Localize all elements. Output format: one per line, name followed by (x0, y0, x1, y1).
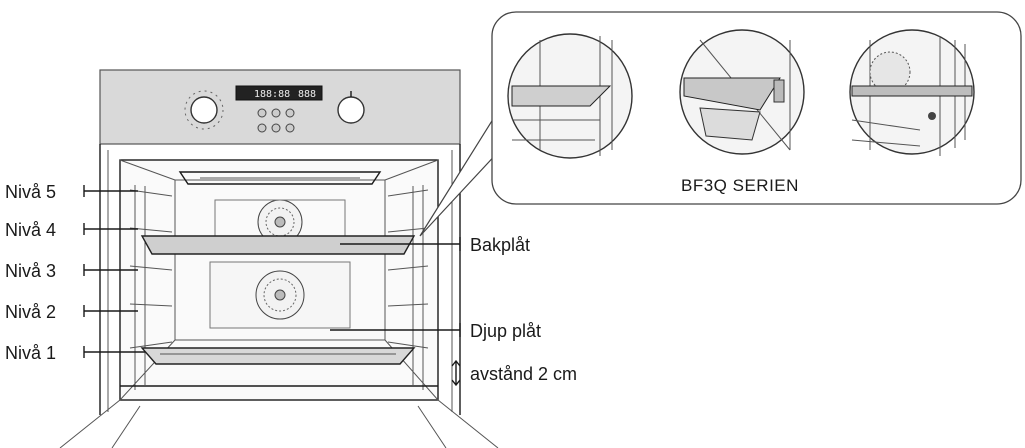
control-button[interactable] (257, 108, 267, 118)
fan-lower (209, 261, 351, 329)
detail-circle-1 (507, 33, 633, 159)
oven-door (59, 399, 499, 448)
bakplat-label: Bakplåt (470, 235, 530, 255)
knob-ring (184, 90, 224, 130)
control-button[interactable] (285, 108, 295, 118)
detail-circle-3 (849, 29, 975, 156)
display-window (235, 85, 323, 101)
control-button[interactable] (271, 108, 281, 118)
baking-tray (140, 235, 416, 255)
level-5-label: Nivå 5 (5, 182, 56, 202)
side-rails (129, 185, 429, 390)
level-labels: Nivå 5 Nivå 4 Nivå 3 Nivå 2 Nivå 1 (5, 182, 145, 363)
deep-tray (140, 347, 416, 365)
tray-labels: Bakplåt Djup plåt avstånd 2 cm (330, 235, 577, 387)
control-buttons (257, 108, 295, 133)
callout-box: BF3Q SERIEN (419, 11, 1022, 237)
djup-plat-label: Djup plåt (470, 321, 541, 341)
level-1-label: Nivå 1 (5, 343, 56, 363)
control-button[interactable] (257, 123, 267, 133)
temperature-knob[interactable] (337, 96, 365, 124)
detail-circle-2 (679, 29, 805, 155)
control-panel (99, 69, 461, 145)
distance-label: avstånd 2 cm (470, 364, 577, 384)
level-3-label: Nivå 3 (5, 261, 56, 281)
grill-element (178, 171, 382, 185)
callout-title: BF3Q SERIEN (681, 176, 799, 195)
oven-illustration: 188:88 888 (59, 69, 499, 448)
control-button[interactable] (285, 123, 295, 133)
display-clock: 188:88 (254, 89, 290, 100)
level-2-label: Nivå 2 (5, 302, 56, 322)
function-knob[interactable] (190, 96, 218, 124)
display-temp: 888 (298, 89, 316, 100)
level-4-label: Nivå 4 (5, 220, 56, 240)
control-button[interactable] (271, 123, 281, 133)
